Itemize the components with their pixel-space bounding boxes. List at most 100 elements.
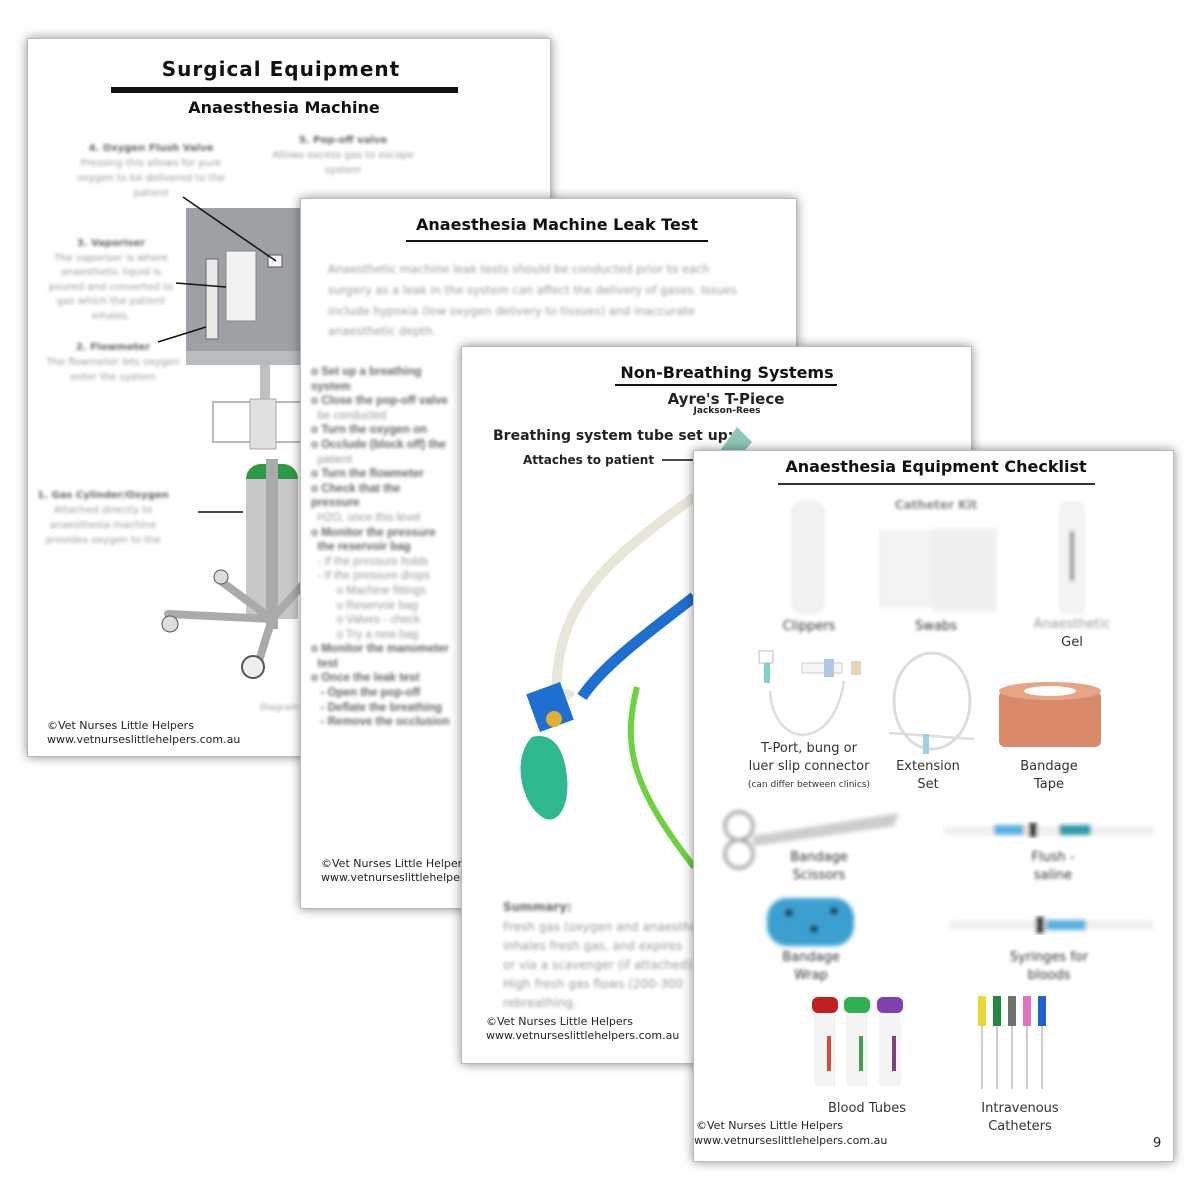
footer-copyright: ©Vet Nurses Little Helpers bbox=[321, 857, 468, 870]
label-tport: T-Port, bung or luer slip connector (can… bbox=[748, 740, 870, 794]
page-subtitle: Anaesthesia Machine bbox=[188, 98, 380, 117]
label-extension-set: Extension Set bbox=[896, 758, 960, 794]
page-title: Non-Breathing Systems bbox=[620, 363, 834, 382]
label-swabs: Swabs bbox=[915, 619, 957, 634]
anaesthesia-machine-illustration bbox=[157, 196, 316, 679]
footer-url[interactable]: www.vetnurseslittlehelpers.com.au bbox=[694, 1134, 888, 1147]
label-note: (can differ between clinics) bbox=[747, 780, 871, 790]
summary-heading: Summary: bbox=[503, 900, 572, 914]
t-piece-illustration bbox=[520, 427, 752, 869]
title-bar bbox=[111, 87, 458, 93]
leak-test-step: o Monitor the manometer bbox=[311, 643, 450, 656]
label-line: system bbox=[324, 165, 362, 176]
footer-copyright: ©Vet Nurses Little Helpers bbox=[486, 1015, 633, 1028]
page-title: Anaesthesia Machine Leak Test bbox=[416, 215, 698, 234]
leak-test-step: - Deflate the breathing bbox=[311, 701, 442, 714]
label-heading: 4. Oxygen Flush Valve bbox=[88, 143, 214, 154]
label-line: Catheters bbox=[988, 1119, 1052, 1134]
summary-line: inhales fresh gas, and expires bbox=[503, 939, 683, 953]
title-underline bbox=[406, 240, 708, 242]
clippers-image bbox=[791, 500, 825, 614]
label-line: inhales. bbox=[91, 310, 131, 322]
label-line: gas which the patient bbox=[56, 296, 166, 307]
label-line: Scissors bbox=[792, 868, 846, 883]
intro-line: anaesthetic depth. bbox=[328, 324, 437, 339]
page-title: Surgical Equipment bbox=[161, 57, 401, 81]
label-line: anaesthetic liquid is bbox=[60, 267, 162, 278]
leak-test-step: test bbox=[311, 657, 338, 670]
label-line: enter the system bbox=[70, 372, 156, 383]
label-heading: 3. Vaporiser bbox=[76, 238, 146, 249]
system-alt-name: Jackson-Rees bbox=[693, 406, 761, 416]
leak-test-step: o Once the leak test bbox=[311, 672, 420, 685]
label-line: Intravenous bbox=[981, 1101, 1059, 1116]
leak-test-step: o Turn the oxygen on bbox=[311, 424, 428, 437]
gel-image bbox=[1060, 502, 1084, 614]
label-line: bloods bbox=[1027, 968, 1071, 983]
label-line: Pressing this allows for pure bbox=[80, 158, 222, 169]
label-line: Wrap bbox=[794, 968, 828, 983]
label-iv-catheters: Intravenous Catheters bbox=[981, 1100, 1058, 1136]
intro-line: surgery as a leak in the system can affe… bbox=[328, 282, 737, 297]
leak-test-step: - Open the pop-off bbox=[311, 687, 421, 700]
leak-test-step: o Close the pop-off valve bbox=[311, 395, 448, 408]
label-line: Tape bbox=[1033, 777, 1064, 792]
label-blood-tubes: Blood Tubes bbox=[827, 1101, 907, 1116]
intro-line: Anaesthetic machine leak tests should be… bbox=[328, 262, 710, 276]
title-underline bbox=[778, 483, 1095, 485]
label-vaporiser: 3. Vaporiser The vaporiser is where anae… bbox=[49, 237, 173, 324]
label-line: Anaesthetic bbox=[1033, 617, 1111, 632]
label-line: patient bbox=[133, 188, 169, 199]
label-line: Attached directly to bbox=[53, 505, 153, 516]
label-bandage-wrap: Bandage Wrap bbox=[782, 949, 840, 985]
label-bandage-scissors: Bandage Scissors bbox=[790, 849, 848, 885]
page-number: 9 bbox=[1153, 1136, 1162, 1151]
blood-syringe-image bbox=[949, 917, 1154, 933]
tport-image bbox=[758, 650, 861, 736]
label-line: Syringes for bbox=[1009, 950, 1089, 965]
summary-line: Fresh gas (oxygen and anaesthetic) bbox=[503, 920, 718, 934]
label-line: poured and converted to bbox=[48, 281, 174, 293]
leak-test-step: the reservoir bag bbox=[311, 541, 411, 554]
summary-text: Fresh gas (oxygen and anaesthetic) inhal… bbox=[503, 918, 717, 1013]
diagram-note: Diagram bbox=[260, 703, 299, 713]
label-line: T-Port, bung or bbox=[761, 741, 857, 756]
leak-test-step: o Occlude (block off) the bbox=[311, 438, 446, 451]
footer-url[interactable]: www.vetnurseslittlehelpers.com.au bbox=[47, 733, 241, 746]
leak-test-step: be conducted bbox=[311, 409, 387, 422]
swabs-image bbox=[879, 528, 997, 612]
leak-test-step: o Monitor the pressure bbox=[311, 526, 436, 539]
leak-test-step: o Turn the flowmeter bbox=[311, 468, 424, 481]
title-underline bbox=[615, 384, 837, 386]
leak-test-step: - Remove the occlusion bbox=[311, 716, 450, 729]
label-syringes-bloods: Syringes for bloods bbox=[1010, 949, 1088, 985]
bandage-tape-image bbox=[999, 682, 1101, 747]
label-heading: 1. Gas Cylinder/Oxygen bbox=[37, 490, 169, 501]
label-heading: 2. Flowmeter bbox=[75, 342, 151, 353]
setup-heading: Breathing system tube set up: bbox=[493, 428, 734, 444]
label-bandage-tape: Bandage Tape bbox=[1020, 758, 1078, 794]
label-oxygen-flush: 4. Oxygen Flush Valve Pressing this allo… bbox=[77, 141, 225, 201]
intro-paragraph: Anaesthetic machine leak tests should be… bbox=[328, 259, 737, 342]
page-equipment-checklist: Anaesthesia Equipment Checklist Catheter… bbox=[693, 450, 1174, 1162]
leak-test-step: o Check that the pressure bbox=[311, 482, 404, 510]
footer-copyright: ©Vet Nurses Little Helpers bbox=[696, 1119, 843, 1132]
label-gas-cylinder: 1. Gas Cylinder/Oxygen Attached directly… bbox=[37, 488, 169, 548]
label-line: oxygen to be delivered to the bbox=[77, 173, 225, 184]
label-line: Gel bbox=[1061, 635, 1083, 650]
catheter-kit-label: Catheter Kit bbox=[894, 498, 978, 512]
label-line: Extension bbox=[896, 759, 960, 774]
summary-line: or via a scavenger (if attached) bbox=[503, 958, 692, 972]
label-line: Set bbox=[917, 777, 939, 792]
leak-test-step: - If the pressure holds bbox=[311, 555, 429, 568]
label-line: provides oxygen to the bbox=[45, 535, 161, 546]
patient-label: Attaches to patient bbox=[523, 453, 655, 467]
equipment-images bbox=[723, 500, 1154, 1089]
blood-tubes-image bbox=[812, 997, 903, 1086]
summary-line: rebreathing. bbox=[503, 996, 577, 1010]
leak-test-step: o Reservoir bag bbox=[311, 599, 418, 612]
leak-test-step: - If the pressure drops bbox=[311, 570, 430, 583]
label-line: luer slip connector bbox=[748, 759, 870, 774]
footer-url[interactable]: www.vetnurseslittlehelpers.com.au bbox=[486, 1029, 680, 1042]
leak-test-step: o Set up a breathing system bbox=[311, 366, 425, 393]
